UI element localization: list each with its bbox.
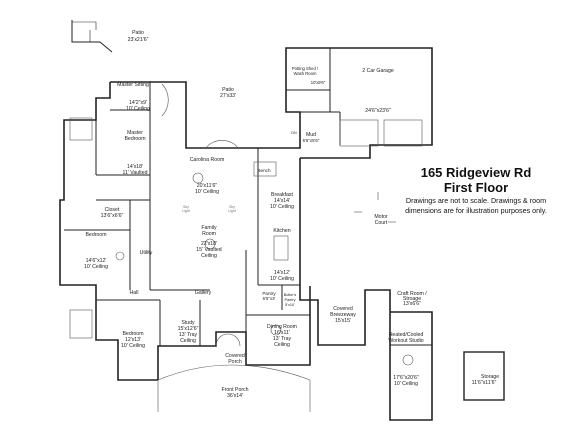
room-name: Carolina Room <box>190 157 225 163</box>
room-dim: 22'x18' <box>201 241 217 247</box>
room-name: Family <box>201 225 217 231</box>
room-dim: 11'6"x11'6" <box>472 380 497 386</box>
room-ceiling-2: Ceiling <box>180 338 196 344</box>
room-name: Study <box>181 320 195 326</box>
room-dim: 6'6"x5'6" <box>303 138 320 143</box>
room-ceiling-2: Ceiling <box>201 253 217 259</box>
room-name: Covered <box>333 306 353 312</box>
room-ceiling: 15' Vaulted <box>196 247 222 253</box>
room-name-2: Breezeway <box>330 312 356 318</box>
room-ceiling: 11' Vaulted <box>122 170 147 176</box>
room-ceiling: 10' Ceiling <box>270 276 294 282</box>
address-heading: 165 Ridgeview Rd <box>420 165 532 180</box>
room-name: Breakfast <box>271 192 293 198</box>
room-name: Craft Room / <box>397 291 427 297</box>
room-dim: 24'6"x23'6" <box>365 108 391 114</box>
room-dim: 15'x12'6" <box>178 326 199 332</box>
room-name-2: Porch <box>228 359 242 365</box>
room-name: Mud <box>306 132 316 138</box>
room-name-2: Court <box>375 220 388 226</box>
room-name: Patio <box>222 87 234 93</box>
room-dim: 14'2"x9' <box>129 100 147 106</box>
skylight-label: Sky <box>183 205 189 209</box>
room-name: Gallery <box>195 290 212 296</box>
room-name-2: Room <box>202 231 216 237</box>
room-dim: 6'6"x3' <box>263 296 276 301</box>
plan-title-block: 165 Ridgeview Rd First Floor Drawings ar… <box>392 165 560 215</box>
skylight-label-2: Light <box>182 209 190 213</box>
room-name: Patio <box>132 30 144 36</box>
room-dim: 15'x15' <box>335 318 351 324</box>
room-name-2: Bedroom <box>124 136 145 142</box>
room-ceiling-2: Ceiling <box>274 342 290 348</box>
room-name: Bedroom <box>122 331 143 337</box>
room-dim: 14'6"x12' <box>86 258 107 264</box>
disclaimer-line-2: dimensions are for illustration purposes… <box>405 206 547 215</box>
room-name: Dining Room <box>267 324 297 330</box>
room-name: Covered <box>225 353 245 359</box>
room-name: Master <box>127 130 143 136</box>
room-dim: 27'x33' <box>220 93 236 99</box>
room-name: Kitchen <box>273 228 290 234</box>
stair-label: DN <box>291 131 297 135</box>
disclaimer-line-1: Drawings are not to scale. Drawings & ro… <box>405 196 547 205</box>
room-name-2: Stroage <box>403 296 421 302</box>
room-name: Butler's <box>284 293 297 297</box>
room-name: Pantry <box>262 291 276 296</box>
room-ceiling: 10' Ceiling <box>84 264 108 270</box>
fixtures <box>69 83 423 412</box>
room-name: Potting Shed / <box>292 66 319 71</box>
room-name: Motor <box>374 214 388 220</box>
room-ceiling: 10' Ceiling <box>270 204 294 210</box>
room-name: Storage <box>481 374 499 380</box>
room-dim: 5'x10' <box>285 303 295 307</box>
room-ceiling: 13' Tray <box>179 332 198 338</box>
room-dim: 14'x12' <box>274 270 290 276</box>
room-dim: 36'x14' <box>227 393 243 399</box>
room-dim: 13'6"x6'6" <box>101 213 124 219</box>
walls <box>59 20 505 421</box>
room-ceiling: 13' Tray <box>273 336 292 342</box>
room-name: Bedroom <box>85 232 106 238</box>
skylight-label-2: Light <box>228 209 236 213</box>
room-name: Front Porch <box>221 387 248 393</box>
room-dim: 16'x11' <box>274 330 290 336</box>
room-name-2: Pantry <box>285 298 296 302</box>
room-dim: 17'6"x20'6" <box>393 375 419 381</box>
room-name: Heated/Cooled <box>389 332 424 338</box>
room-dim: 20'x11'6" <box>197 183 218 189</box>
skylight-label: Sky <box>229 205 235 209</box>
room-ceiling: 10' Ceiling <box>394 381 418 387</box>
room-name: Utility <box>140 250 153 256</box>
room-name: Master Sitting <box>117 82 149 88</box>
room-dim: 14'x14' <box>274 198 290 204</box>
room-name: Hall <box>130 290 139 296</box>
room-name: Closet <box>105 207 120 213</box>
floor-heading: First Floor <box>443 180 509 195</box>
room-name: Bench <box>257 168 270 173</box>
room-dim: 13'x6'6" <box>403 301 421 307</box>
room-dim: 14'x18' <box>127 164 143 170</box>
room-ceiling: 10' Ceiling <box>195 189 219 195</box>
room-dim: 23'x21'6" <box>128 37 149 43</box>
room-name-2: Wash Room <box>294 71 317 76</box>
room-dim: 12'x13' <box>125 337 141 343</box>
room-name: 2 Car Garage <box>362 68 394 74</box>
room-dim: 10'x9'6" <box>311 80 326 85</box>
room-ceiling: 10' Ceiling <box>126 106 150 112</box>
room-ceiling: 10' Ceiling <box>121 343 145 349</box>
room-name-2: Workout Studio <box>388 338 423 344</box>
